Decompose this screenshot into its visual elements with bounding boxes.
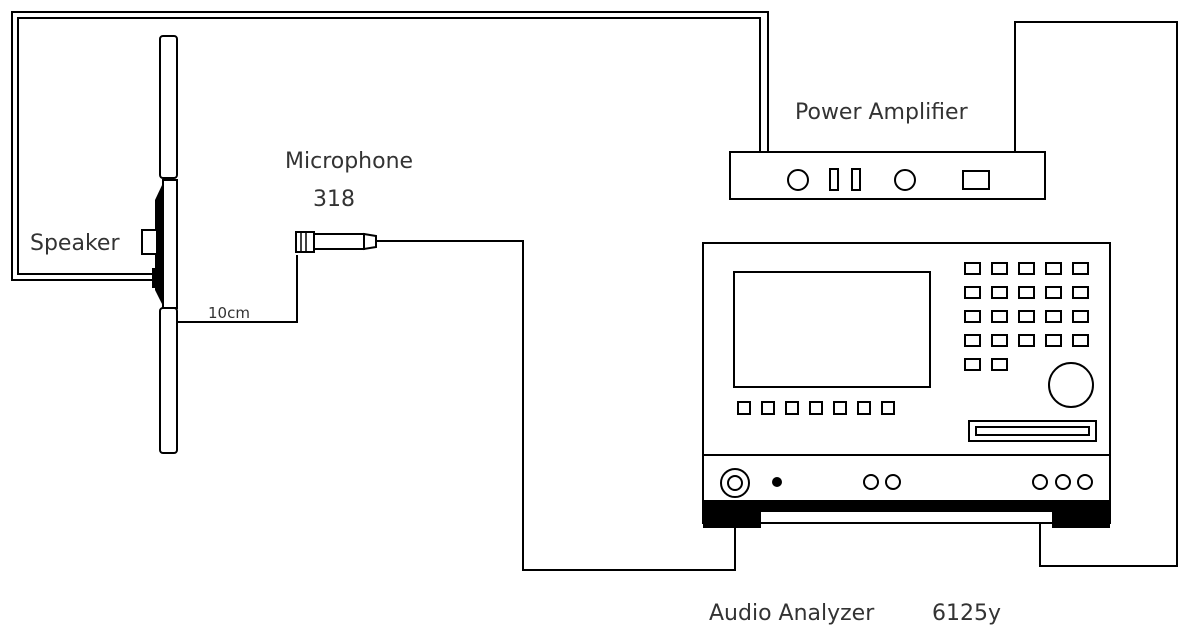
- analyzer-key: [1072, 286, 1089, 299]
- analyzer-key: [991, 334, 1008, 347]
- analyzer-key: [833, 401, 847, 415]
- analyzer-key: [1072, 262, 1089, 275]
- analyzer-key: [1072, 334, 1089, 347]
- power-amplifier-label: Power Amplifier: [795, 100, 969, 125]
- analyzer-key: [785, 401, 799, 415]
- microphone-analyzer-wire: [377, 240, 736, 571]
- analyzer-key: [991, 310, 1008, 323]
- analyzer-key: [1045, 310, 1062, 323]
- analyzer-key: [761, 401, 775, 415]
- speaker-label: Speaker: [30, 231, 120, 256]
- analyzer-softkeys: [737, 401, 895, 415]
- analyzer-icon: [702, 242, 1111, 528]
- analyzer-key: [1018, 262, 1035, 275]
- analyzer-key: [964, 358, 981, 371]
- analyzer-key: [1045, 334, 1062, 347]
- analyzer-amplifier-wire: [1014, 21, 1178, 567]
- microphone-model-label: 318: [313, 187, 355, 212]
- analyzer-key: [1018, 334, 1035, 347]
- analyzer-key: [1045, 286, 1062, 299]
- analyzer-key: [964, 310, 981, 323]
- analyzer-key: [737, 401, 751, 415]
- amplifier-speaker-wire: [11, 11, 769, 281]
- microphone-label: Microphone: [285, 149, 413, 174]
- analyzer-key: [964, 334, 981, 347]
- analyzer-key: [991, 358, 1008, 371]
- distance-line: [177, 255, 298, 323]
- analyzer-key: [964, 262, 981, 275]
- analyzer-key: [1018, 286, 1035, 299]
- audio-analyzer-label: Audio Analyzer: [709, 601, 875, 626]
- distance-label: 10cm: [208, 304, 250, 322]
- microphone-icon: [295, 231, 377, 253]
- analyzer-key: [1045, 262, 1062, 275]
- analyzer-key: [1018, 310, 1035, 323]
- analyzer-key: [857, 401, 871, 415]
- speaker-icon: [141, 35, 178, 454]
- analyzer-key: [809, 401, 823, 415]
- analyzer-key: [881, 401, 895, 415]
- analyzer-key: [991, 262, 1008, 275]
- analyzer-key: [1072, 310, 1089, 323]
- audio-analyzer-model-label: 6125y: [932, 601, 1001, 626]
- analyzer-key: [964, 286, 981, 299]
- analyzer-key: [991, 286, 1008, 299]
- amplifier-icon: [729, 151, 1046, 200]
- analyzer-keypad: [964, 262, 1089, 371]
